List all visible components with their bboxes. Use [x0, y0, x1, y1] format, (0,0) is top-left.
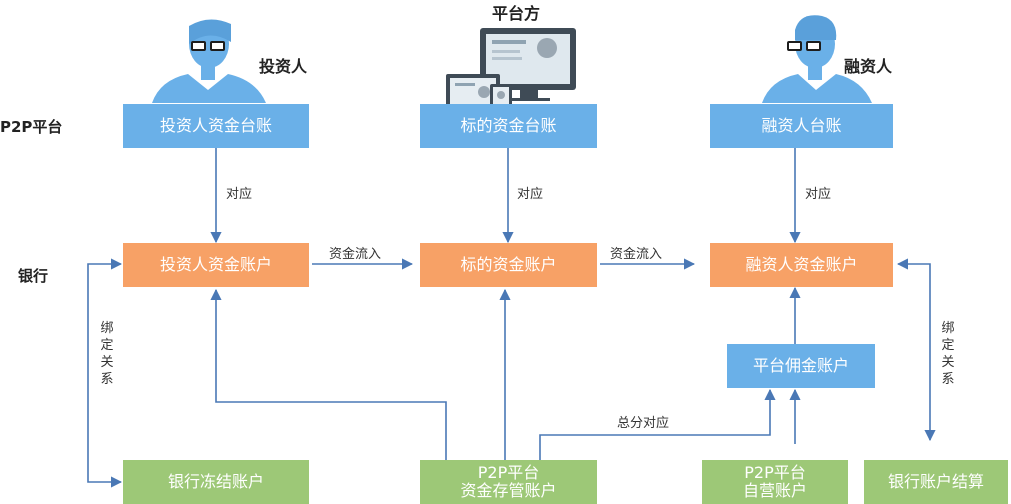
edge-label-flow-2: 资金流入	[610, 247, 663, 262]
custody-account-line2: 资金存管账户	[460, 481, 557, 500]
edge-label-correspond-2: 对应	[517, 187, 544, 202]
platform-monitor-icon	[480, 28, 576, 101]
own-account-line1: P2P平台	[744, 462, 806, 482]
investor-ledger-box: 投资人资金台账	[123, 104, 309, 148]
binding-left-line	[87, 258, 123, 488]
custody-to-commission-line	[539, 388, 776, 460]
settlement-box: 银行账户结算	[864, 460, 1008, 504]
edge-label-total-correspond: 总分对应	[617, 416, 670, 431]
binding-right-line	[896, 258, 936, 442]
custody-account-box: P2P平台 资金存管账户	[420, 460, 597, 504]
role-borrower: 融资人	[844, 57, 893, 76]
custody-account-line1: P2P平台	[477, 462, 540, 482]
edge-label-flow-1: 资金流入	[329, 247, 382, 262]
investor-person-icon	[152, 19, 266, 103]
role-investor: 投资人	[259, 57, 308, 76]
target-account-box: 标的资金账户	[420, 243, 597, 287]
row-label-p2p: P2P平台	[0, 118, 63, 136]
frozen-account-box: 银行冻结账户	[123, 460, 309, 504]
row-label-bank: 银行	[18, 267, 49, 285]
role-platform: 平台方	[492, 4, 541, 23]
borrower-account-box: 融资人资金账户	[710, 243, 893, 287]
edge-label-binding-right: 绑定关系	[941, 321, 955, 387]
target-ledger-box: 标的资金台账	[420, 104, 597, 148]
borrower-person-icon	[762, 15, 872, 103]
edge-label-correspond-3: 对应	[805, 187, 832, 202]
custody-to-investor-line	[210, 288, 447, 460]
edge-label-binding-left: 绑定关系	[100, 321, 114, 387]
own-account-line2: 自营账户	[742, 481, 807, 500]
borrower-ledger-box: 融资人台账	[710, 104, 893, 148]
commission-account-box: 平台佣金账户	[727, 344, 875, 388]
platform-tablet-icon	[490, 84, 512, 108]
investor-account-box: 投资人资金账户	[123, 243, 309, 287]
own-account-box: P2P平台 自营账户	[702, 460, 848, 504]
edge-label-correspond-1: 对应	[226, 187, 253, 202]
